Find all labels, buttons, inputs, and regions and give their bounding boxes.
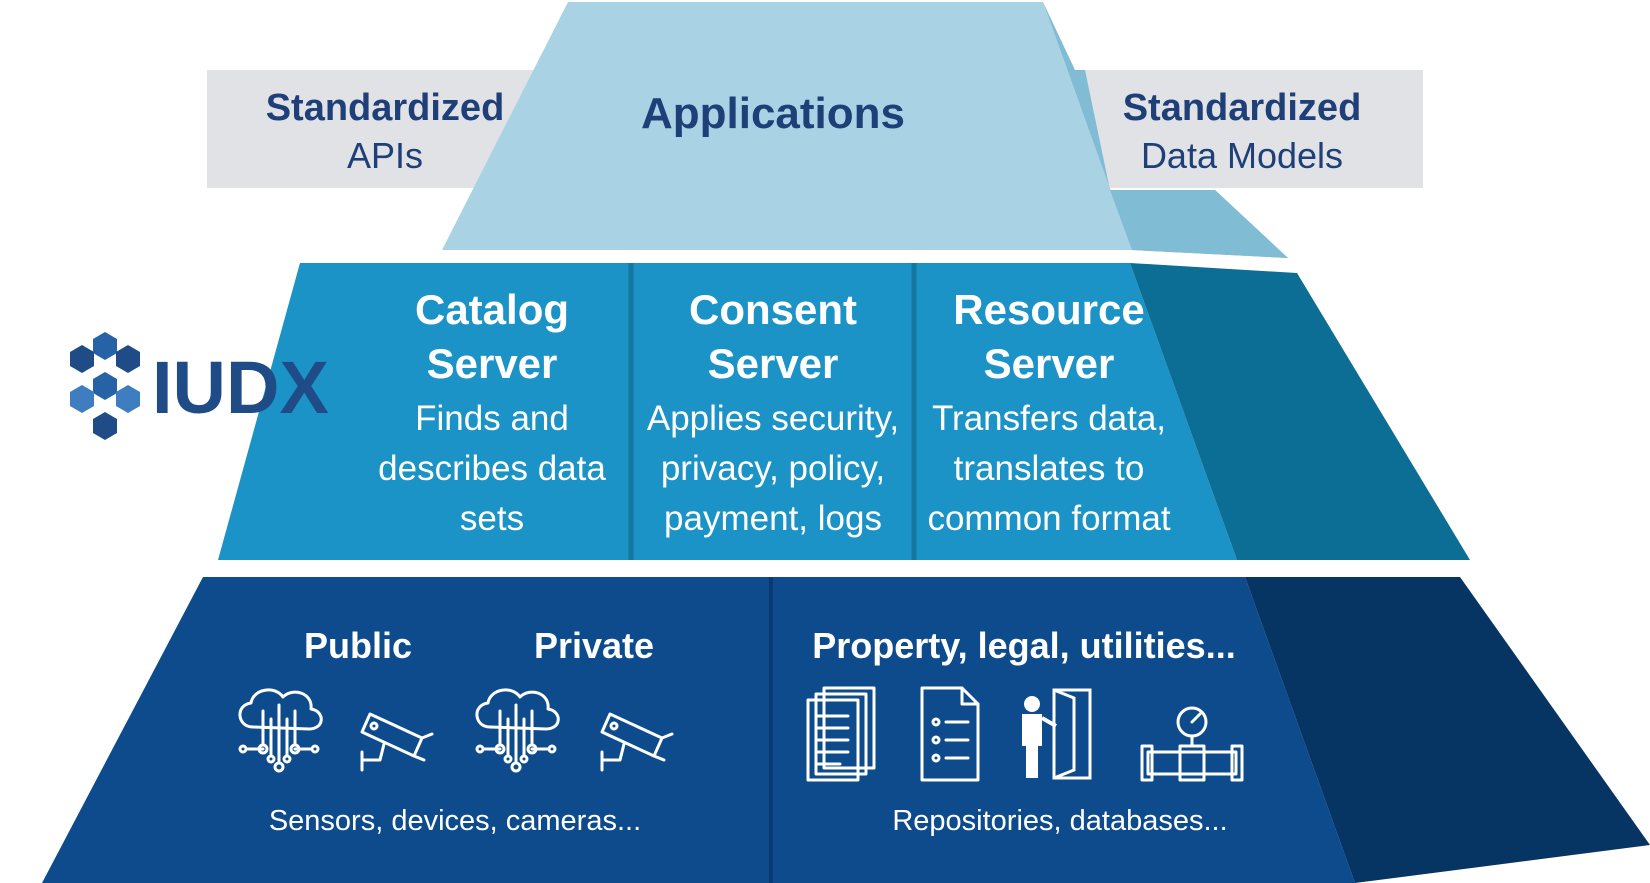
middle-tier-side <box>1130 263 1470 560</box>
bottom-tier <box>42 577 1355 883</box>
checklist-icon <box>920 686 980 782</box>
left-tag-regular: APIs <box>347 135 423 176</box>
middle-tier <box>218 263 1237 560</box>
resource-desc-3: common format <box>927 499 1170 538</box>
repositories-caption: Repositories, databases... <box>892 805 1227 837</box>
catalog-title-2: Server <box>427 340 558 387</box>
iudx-logo-text: IUDX <box>152 346 329 429</box>
resource-desc-1: Transfers data, <box>932 399 1166 438</box>
consent-title-1: Consent <box>689 286 857 333</box>
sensors-caption: Sensors, devices, cameras... <box>269 805 641 837</box>
person-door-icon <box>1022 688 1092 780</box>
bottom-tier-side <box>1245 577 1650 883</box>
catalog-desc-1: Finds and <box>415 399 569 438</box>
resource-desc-2: translates to <box>954 449 1145 488</box>
iudx-logo: IUDX <box>70 332 329 440</box>
left-tag-box <box>207 70 537 188</box>
private-label: Private <box>534 625 654 666</box>
right-tag-box <box>1080 70 1423 188</box>
public-label: Public <box>304 625 412 666</box>
top-tier <box>442 2 1132 250</box>
top-tier-right-face <box>1110 190 1288 258</box>
pipe-gauge-icon <box>1140 706 1244 782</box>
catalog-desc-3: sets <box>460 499 524 538</box>
cloud-network-icon-2 <box>475 688 560 773</box>
left-tag-bold: Standardized <box>266 87 505 129</box>
catalog-title-1: Catalog <box>415 286 569 333</box>
cloud-network-icon <box>238 688 323 773</box>
catalog-desc-2: describes data <box>378 449 606 488</box>
consent-title-2: Server <box>708 340 839 387</box>
document-stack-icon <box>806 686 876 782</box>
hexagon-cluster-icon <box>70 332 140 440</box>
right-tag-regular: Data Models <box>1141 135 1343 176</box>
consent-desc-2: privacy, policy, <box>661 449 885 488</box>
consent-desc-3: payment, logs <box>664 499 882 538</box>
resource-title-2: Server <box>984 340 1115 387</box>
property-legal-utilities-label: Property, legal, utilities... <box>812 625 1235 666</box>
security-camera-icon <box>360 712 434 772</box>
consent-desc-1: Applies security, <box>647 399 899 438</box>
security-camera-icon-2 <box>600 712 674 772</box>
resource-title-1: Resource <box>953 286 1144 333</box>
applications-label: Applications <box>641 89 905 138</box>
right-tag-bold: Standardized <box>1123 87 1362 129</box>
